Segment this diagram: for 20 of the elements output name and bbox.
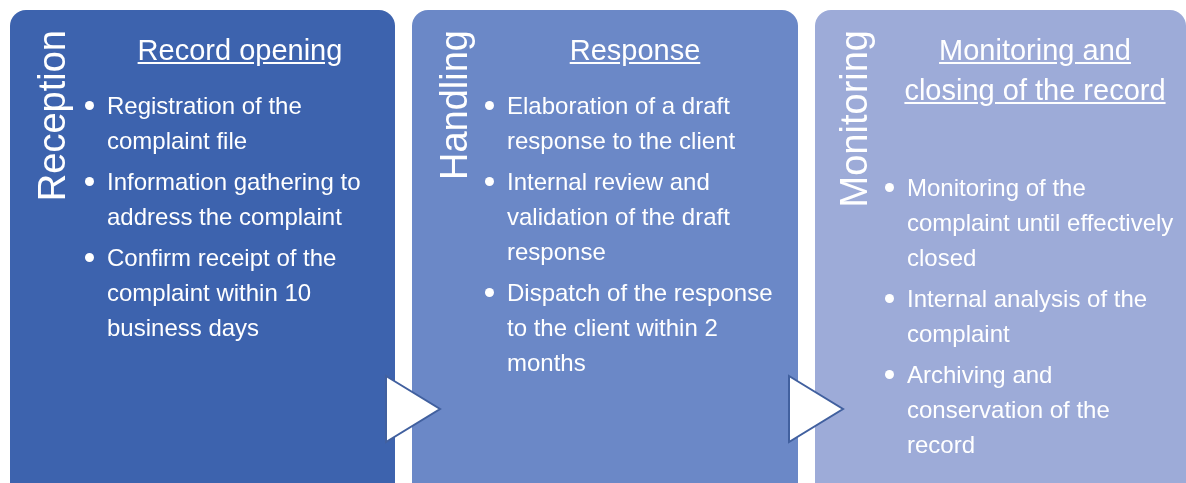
bullet-text: Information gathering to address the complaint [107,168,361,230]
stage-panel [412,10,798,483]
stage-label: Handling [432,30,476,180]
stage-label: Reception [30,30,74,202]
bullet-text: Internal analysis of the complaint [907,285,1148,347]
stage-panel [10,10,395,483]
arrow [384,375,441,443]
bullet-text: Dispatch of the response to the client within 2 months [507,279,773,376]
bullet-text: Confirm receipt of the complaint within 10 business days [107,244,337,341]
bullet-text: Monitoring of the complaint until effectively closed [907,174,1174,271]
stage-panel [815,10,1186,483]
arrow [787,375,844,443]
stage-heading: Record opening [136,33,344,68]
bullet-text: Archiving and conservation of the record [907,361,1110,458]
bullet-text: Registration of the complaint file [107,92,302,154]
stage-label: Monitoring [832,30,876,208]
bullet-text: Internal review and validation of the draft response [507,168,730,265]
bullet-text: Elaboration of a draft response to the client [507,92,736,154]
stage-heading: Monitoring and closing of the record [903,33,1167,108]
stage-heading: Response [568,33,702,68]
